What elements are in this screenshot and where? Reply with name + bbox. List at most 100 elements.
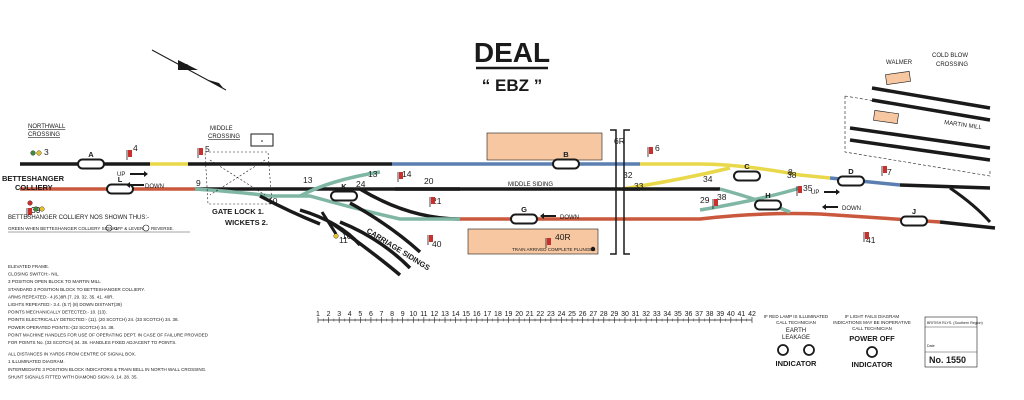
track-circuit-label: K [341,182,347,191]
diagram-number: No. 1550 [929,355,966,365]
track-stub [320,211,338,235]
power-indicator-label: INDICATOR [852,360,894,369]
scale-number: 34 [663,311,671,318]
track-inset-1 [871,86,991,110]
diagram-subtitle: “ EBZ ” [482,76,542,95]
earth-note-1: IF RED LAMP IS ILLUMINATED [764,314,829,319]
lever-38-repeat: 38 [787,170,797,180]
gate-lock-label: GATE LOCK 1. [212,207,264,216]
note-line: STANDARD 3 POSITION BLOCK TO BETTESHANGE… [8,287,145,292]
scale-number: 22 [536,311,544,318]
note-line: SHUNT SIGNALS FITTED WITH DIAMOND SIGN:-… [8,374,138,379]
note-line: POINT MACHINE HANDLES FOR USE OF OPERATI… [8,332,209,337]
down-direction-left: DOWN [145,184,164,190]
earth-leakage-panel: IF RED LAMP IS ILLUMINATED CALL TECHNICI… [764,314,829,368]
lever-6: 6 [655,143,660,153]
signal-icon [427,235,433,245]
scale-number: 35 [674,311,682,318]
power-note-3: CALL TECHNICIAN [852,326,892,331]
lever-9: 9 [196,178,201,188]
signal-icon [126,150,132,160]
lever-38: 38 [717,192,727,202]
lever-10: 10 [268,196,278,206]
scale-number: 16 [473,311,481,318]
martin-mill-label: MARTIN MILL [944,120,983,131]
lever-40r: 40R [555,232,571,242]
power-note-2: INDICATIONS MAY BE INOPERATIVE [833,320,911,325]
aspect-lamp-icon [39,206,45,212]
middle-crossing-label-2: CROSSING [208,134,240,140]
down-direction-right: DOWN [842,206,861,212]
power-off-panel: IF LIGHT FAILS DIAGRAM INDICATIONS MAY B… [833,314,911,369]
betteshanger-label-2: COLLIERY [15,183,53,192]
scale-number: 29 [610,311,618,318]
track-inset-4 [849,138,991,162]
scale-number: 26 [579,311,587,318]
earth-indicator-label: INDICATOR [776,359,818,368]
cold-blow-label-2: CROSSING [936,62,968,68]
note-line: POWER OPERATED POINTS:-(32 SCOTCH) 34. 3… [8,325,115,330]
signal-group [26,147,887,248]
scale-number: 30 [621,311,629,318]
scale-number: 38 [706,311,714,318]
lever-34: 34 [703,174,713,184]
plunger-icon [590,246,596,252]
scale-number: 13 [441,311,449,318]
lever-41: 41 [866,235,876,245]
scale-number: 32 [642,311,650,318]
scale-number: 31 [632,311,640,318]
down-arrow-left-icon [126,182,144,188]
track-circuit-label: L [118,175,123,184]
aspect-lamp-icon [30,150,36,156]
track-carriage-4 [349,201,422,254]
down-direction-center: DOWN [560,215,579,221]
track-circuit-c: C [733,162,761,182]
power-indicator-lamp [866,346,878,358]
note-line: INTERMEDIATE 3 POSITION BLOCK INDICATORS… [8,367,206,372]
track-circuit-label: B [563,150,569,159]
lever-6r: 6R [614,136,625,146]
signal-icon [796,186,802,196]
track-circuit-label: A [88,150,94,159]
key-off-text: OFF & LEVER [114,226,144,231]
scale-number: 24 [558,311,566,318]
scale-number: 6 [369,311,373,318]
track-carriage-3 [328,220,402,277]
down-arrow-right-icon [822,204,838,210]
signal-icon [197,148,203,158]
scale-number: 10 [409,311,417,318]
aspect-lamp-icon [33,206,39,212]
scale-number: 42 [748,311,756,318]
note-line: ARMS REPEATED:- 4.(6.)8R.(7. 29. 32. 35.… [8,294,114,299]
notes-block: ELEVATED FRAME.CLOSING SWITCH:- NIL.3 PO… [8,264,209,379]
wickets-label: WICKETS 2. [225,218,268,227]
lever-8: 8 [788,167,793,177]
earth-indicator-lamp-1 [777,344,789,356]
track-up-yellow [640,162,831,180]
lever-4: 4 [133,143,138,153]
track-circuit-a: A [77,150,105,170]
key-reverse-icon [142,224,150,232]
signal-box-icon [250,133,274,147]
title-block-line-1: BRITISH RLYS. (Southern Region) [927,321,983,325]
title-block-line-2: Date [927,344,935,348]
scale-number: 15 [462,311,470,318]
middle-crossing-gate [204,151,273,205]
track-inset-3 [849,126,991,150]
middle-siding-label: MIDDLE SIDING [508,182,553,188]
scale-number: 12 [431,311,439,318]
scale-number: 1 [316,311,320,318]
track-circuit-j: J [900,207,928,227]
section-bracket-right [623,129,630,255]
key-reverse-text: REVERSE. [151,226,174,231]
scale-number: 37 [695,311,703,318]
scale-number: 3 [337,311,341,318]
walmer-label: WALMER [886,60,913,66]
track-circuit-label: G [521,205,527,214]
scale-number: 2 [327,311,331,318]
track-circuit-b: B [552,150,580,170]
down-arrow-center-icon [540,213,556,219]
lever-32: 32 [623,170,633,180]
